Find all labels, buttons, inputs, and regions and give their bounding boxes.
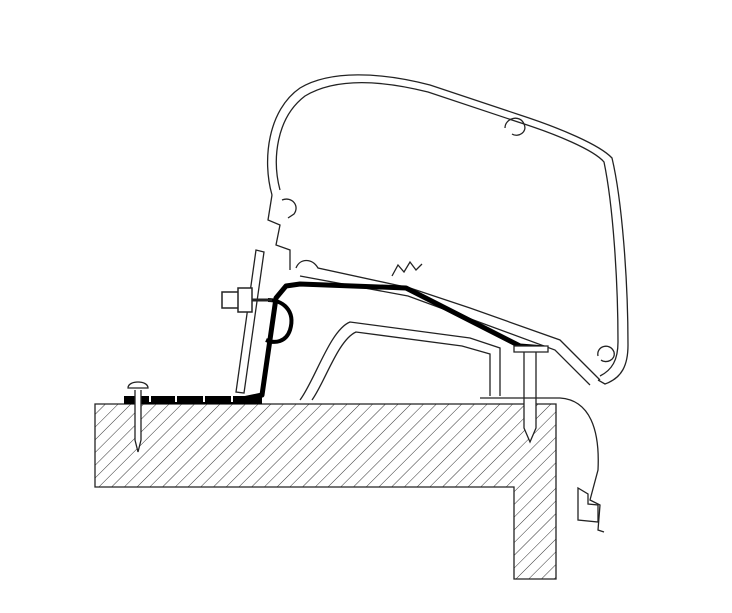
- casing-clip-top: [504, 117, 526, 136]
- left-screw-icon: [127, 381, 149, 453]
- mounting-plate: [235, 249, 265, 394]
- bolt-nut: [237, 287, 253, 313]
- right-screw-icon: [513, 345, 549, 444]
- awning-front-rail: [267, 194, 297, 270]
- casing-clip-bottom: [597, 345, 615, 363]
- vehicle-wall-section: [94, 403, 557, 580]
- adapter-profile: [237, 281, 546, 403]
- end-cap: [577, 486, 599, 523]
- awning-rail-profile: [295, 259, 601, 386]
- adapter-inner-bend: [265, 298, 294, 344]
- roof-profile: [299, 321, 605, 533]
- base-strip-ridges: [149, 396, 233, 402]
- awning-casing: [267, 74, 629, 385]
- base-strip: [124, 396, 262, 404]
- rail-clip: [391, 260, 423, 277]
